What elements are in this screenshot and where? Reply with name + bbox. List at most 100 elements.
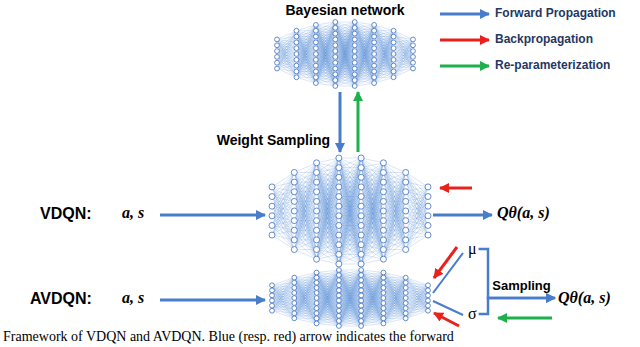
- neuron: [380, 179, 386, 185]
- neuron: [425, 203, 431, 209]
- neuron: [359, 313, 364, 318]
- neuron: [294, 40, 299, 45]
- input-arrow: [160, 299, 265, 302]
- neuron: [372, 52, 377, 57]
- neuron: [403, 247, 409, 253]
- network-links: [272, 158, 428, 264]
- neuron: [314, 179, 320, 185]
- legend-arrow-blue: [440, 13, 489, 16]
- neuron: [333, 66, 338, 71]
- neuron: [314, 256, 320, 262]
- neuron: [313, 52, 318, 57]
- neuron: [391, 40, 396, 45]
- neuron: [381, 316, 386, 321]
- neuron: [403, 311, 408, 316]
- neuron: [372, 23, 377, 28]
- neuron: [314, 306, 319, 311]
- neuron: [313, 57, 318, 62]
- neuron: [352, 25, 357, 30]
- neuron: [380, 237, 386, 243]
- neuron: [391, 69, 396, 74]
- neuron: [270, 283, 275, 288]
- neuron: [380, 208, 386, 214]
- neuron: [411, 55, 416, 60]
- neuron: [358, 261, 364, 267]
- neuron: [294, 63, 299, 68]
- neuron: [314, 301, 319, 306]
- neuron: [336, 261, 342, 267]
- neuron: [359, 268, 364, 273]
- neuron: [313, 81, 318, 86]
- neuron: [403, 280, 408, 285]
- neuron: [314, 270, 319, 275]
- neuron: [358, 242, 364, 248]
- neuron: [425, 194, 431, 200]
- neuron: [336, 232, 342, 238]
- neuron: [426, 293, 431, 298]
- neuron: [336, 308, 341, 313]
- output-label: Qθ(a, s): [497, 204, 550, 222]
- neuron: [381, 306, 386, 311]
- input-arrow: [160, 214, 265, 217]
- neuron: [381, 285, 386, 290]
- legend-text: Backpropagation: [495, 32, 593, 46]
- neuron: [381, 275, 386, 280]
- neuron: [314, 291, 319, 296]
- network-graphic: [275, 20, 416, 89]
- neuron: [269, 203, 275, 209]
- neuron: [291, 198, 297, 204]
- neuron: [275, 43, 280, 48]
- neuron: [403, 179, 409, 185]
- neuron: [314, 169, 320, 175]
- neuron: [372, 28, 377, 33]
- neuron: [314, 280, 319, 285]
- neuron: [411, 37, 416, 42]
- neuron: [294, 46, 299, 51]
- neuron: [313, 75, 318, 80]
- neuron: [270, 303, 275, 308]
- neuron: [313, 23, 318, 28]
- neuron: [336, 278, 341, 283]
- neuron: [426, 283, 431, 288]
- neuron: [352, 78, 357, 83]
- std-output: σ: [468, 305, 477, 323]
- network-graphic: [269, 155, 431, 267]
- neuron: [292, 311, 297, 316]
- neuron: [336, 203, 342, 209]
- neuron: [352, 20, 357, 25]
- neuron: [270, 298, 275, 303]
- neuron: [403, 306, 408, 311]
- neuron: [380, 247, 386, 253]
- neuron: [359, 273, 364, 278]
- legend-arrow-green: [440, 65, 489, 68]
- neuron: [270, 293, 275, 298]
- neuron: [391, 75, 396, 80]
- neuron: [372, 57, 377, 62]
- neuron: [314, 227, 320, 233]
- neuron: [292, 285, 297, 290]
- neuron: [358, 184, 364, 190]
- neuron: [333, 55, 338, 60]
- legend-arrow-red: [440, 39, 489, 42]
- neuron: [313, 40, 318, 45]
- neuron: [372, 46, 377, 51]
- neuron: [313, 28, 318, 33]
- neuron: [314, 316, 319, 321]
- neuron: [275, 37, 280, 42]
- neuron: [269, 213, 275, 219]
- backprop-arrow: [434, 313, 459, 326]
- neural-networks: [269, 20, 431, 329]
- neuron: [426, 308, 431, 313]
- neuron: [403, 296, 408, 301]
- neuron: [359, 283, 364, 288]
- neuron: [336, 268, 341, 273]
- neuron: [336, 155, 342, 161]
- neuron: [403, 301, 408, 306]
- neuron: [292, 306, 297, 311]
- neuron: [403, 169, 409, 175]
- neuron: [269, 184, 275, 190]
- neuron: [381, 270, 386, 275]
- neuron: [372, 69, 377, 74]
